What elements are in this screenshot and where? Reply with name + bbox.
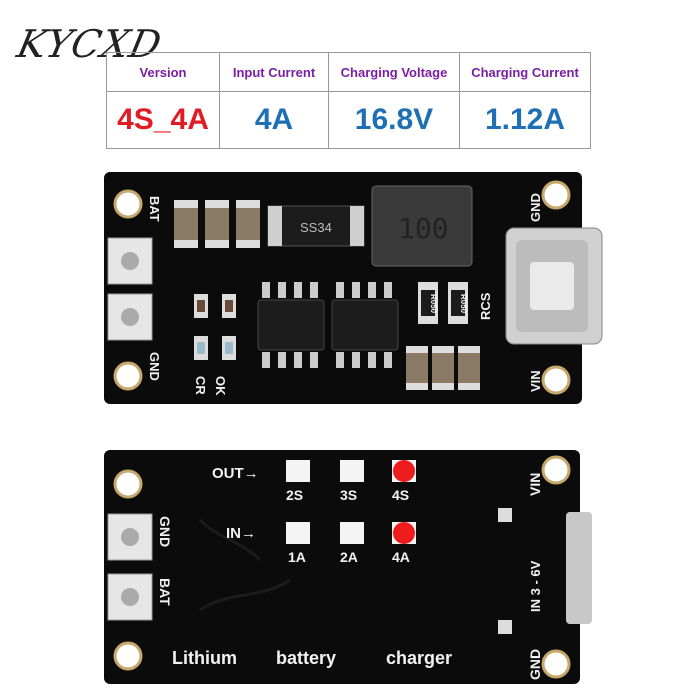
mount-hole <box>541 649 571 679</box>
mount-hole <box>541 180 571 210</box>
schottky-diode: SS34 <box>267 205 365 247</box>
caption-lithium: Lithium <box>172 648 237 668</box>
mount-hole <box>541 455 571 485</box>
usb-c-port-back <box>566 512 592 624</box>
mount-hole <box>541 365 571 395</box>
mount-hole <box>113 469 143 499</box>
label-ok: OK <box>213 376 228 396</box>
in-pad-2a <box>340 522 364 544</box>
pcb-board-bottom: GND BAT VIN IN 3 - 6V GND OUT→ IN→ 2S 3S… <box>104 450 592 684</box>
in-option-4a: 4A <box>392 549 410 565</box>
inductor-marking: 100 <box>398 212 449 245</box>
label-bat: BAT <box>147 196 162 222</box>
spec-table-header-row: Version Input Current Charging Voltage C… <box>106 52 591 92</box>
label-gnd-left: GND <box>147 352 162 381</box>
label-vin: VIN <box>528 370 543 392</box>
value-input-current: 4A <box>219 91 329 149</box>
label-vin: VIN <box>527 473 543 496</box>
charger-ic-1 <box>257 282 325 368</box>
value-charging-voltage: 16.8V <box>328 91 460 149</box>
out-option-3s: 3S <box>340 487 357 503</box>
in-selector: 1A 2A 4A <box>286 522 416 565</box>
value-charging-current: 1.12A <box>459 91 591 149</box>
out-pad-3s <box>340 460 364 482</box>
label-cr: CR <box>193 376 208 395</box>
caption-battery: battery <box>276 648 336 668</box>
usb-c-port <box>505 227 603 345</box>
header-input-current: Input Current <box>219 52 329 92</box>
label-gnd-right: GND <box>527 649 543 680</box>
label-in-range: IN 3 - 6V <box>528 560 543 612</box>
out-label: OUT→ <box>212 465 259 482</box>
capacitor-bank <box>174 200 260 248</box>
mount-hole <box>113 189 143 219</box>
pcb-board-top: BAT GND OK CR GND RCS VIN SS34 100 <box>104 172 603 404</box>
diode-marking: SS34 <box>300 220 332 235</box>
out-pad-2s <box>286 460 310 482</box>
label-rcs: RCS <box>478 292 493 320</box>
out-option-4s: 4S <box>392 487 409 503</box>
mount-hole <box>113 641 143 671</box>
in-label: IN→ <box>226 525 256 542</box>
out-option-2s: 2S <box>286 487 303 503</box>
in-option-2a: 2A <box>340 549 358 565</box>
indicator-leds <box>194 294 236 360</box>
label-bat: BAT <box>157 578 173 606</box>
caption-charger: charger <box>386 648 452 668</box>
power-inductor: 100 <box>371 185 473 267</box>
label-gnd-right: GND <box>528 193 543 222</box>
spec-table-value-row: 4S_4A 4A 16.8V 1.12A <box>106 91 591 149</box>
current-sense-resistors: R050 R050 <box>418 282 468 324</box>
in-option-1a: 1A <box>288 549 306 565</box>
in-pad-1a <box>286 522 310 544</box>
selected-in-solder-dot <box>393 522 415 544</box>
output-capacitors <box>406 346 480 390</box>
mount-hole <box>113 361 143 391</box>
out-selector: 2S 3S 4S <box>286 460 416 503</box>
charger-ic-2 <box>331 282 399 368</box>
selected-out-solder-dot <box>393 460 415 482</box>
spec-table: Version Input Current Charging Voltage C… <box>106 52 591 149</box>
header-charging-current: Charging Current <box>459 52 591 92</box>
resistor-marking-1: R050 <box>429 294 438 314</box>
header-version: Version <box>106 52 220 92</box>
label-gnd: GND <box>157 516 173 547</box>
resistor-marking-2: R050 <box>459 294 468 314</box>
